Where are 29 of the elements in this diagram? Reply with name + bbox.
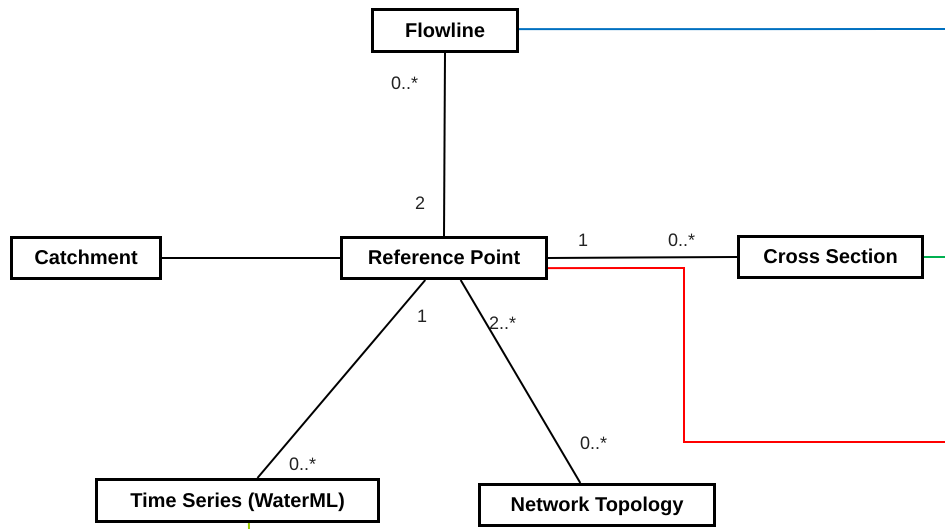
connector-line (443, 53, 446, 236)
connector-line (548, 267, 945, 443)
multiplicity-label: 0..* (580, 434, 608, 452)
multiplicity-label: 2..* (489, 314, 516, 332)
connector-line (519, 28, 945, 30)
class-box (10, 236, 162, 280)
multiplicity-label: 1 (417, 307, 428, 325)
multiplicity-label: 0..* (289, 455, 316, 473)
class-box (95, 478, 380, 523)
connector-line (548, 256, 737, 259)
class-name: Time Series (WaterML) (130, 490, 345, 510)
class-name: Reference Point (368, 248, 520, 268)
connector-line (248, 522, 250, 529)
class-name: Network Topology (510, 495, 684, 515)
class-box (371, 8, 519, 53)
class-box (737, 235, 924, 279)
class-name: Catchment (34, 248, 138, 268)
multiplicity-label: 0..* (391, 74, 418, 92)
multiplicity-label: 1 (578, 231, 588, 249)
class-name: Cross Section (763, 247, 898, 267)
class-name: Flowline (405, 20, 485, 40)
multiplicity-label: 2 (415, 194, 426, 212)
connector-line (162, 257, 340, 259)
class-box (340, 236, 548, 280)
connector-line (924, 256, 945, 258)
class-box (478, 483, 716, 527)
connector-line (460, 280, 582, 484)
connector-line (256, 279, 426, 479)
multiplicity-label: 0..* (668, 231, 696, 249)
